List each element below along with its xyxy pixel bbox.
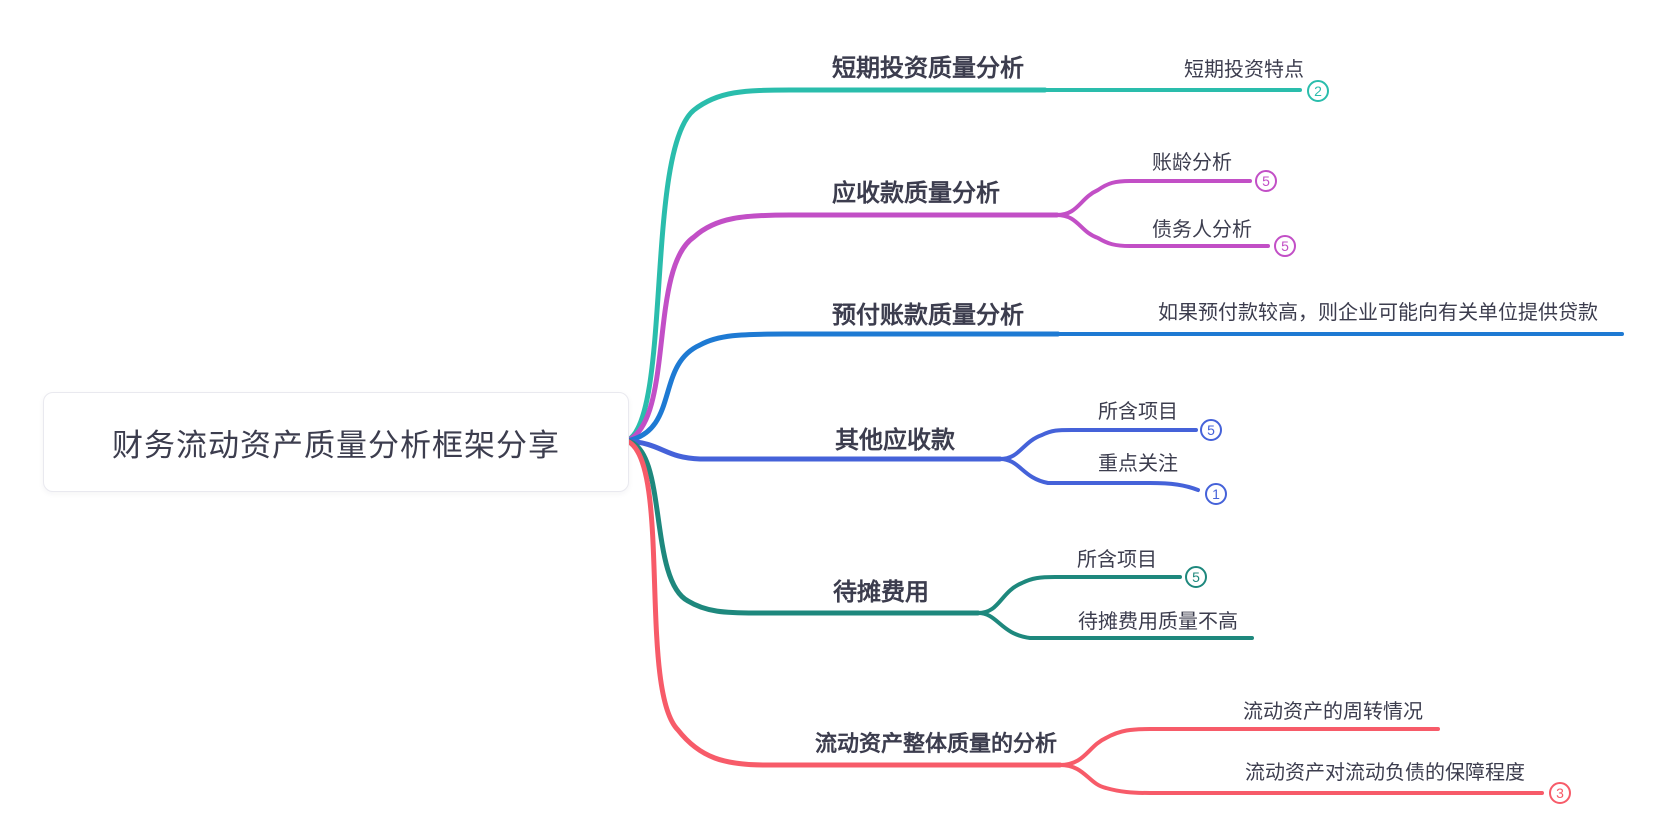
subtopic-included-items-de[interactable]: 所含项目 [1077, 549, 1157, 571]
subbranch-line-turnover [1058, 727, 1440, 767]
collapse-count-badge-included-items-or[interactable]: 5 [1200, 419, 1222, 441]
subtopic-prepayment-note[interactable]: 如果预付款较高，则企业可能向有关单位提供贷款 [1158, 302, 1598, 324]
subtopic-key-focus[interactable]: 重点关注 [1098, 453, 1178, 475]
subbranch-line-included-items-de [976, 575, 1182, 615]
collapse-count-badge-aging-analysis[interactable]: 5 [1255, 170, 1277, 192]
subbranch-line-debtor-analysis [1055, 213, 1270, 248]
root-topic-label: 财务流动资产质量分析框架分享 [112, 427, 560, 463]
collapse-count-badge-coverage[interactable]: 3 [1549, 782, 1571, 804]
collapse-count-badge-short-term-traits[interactable]: 2 [1307, 80, 1329, 102]
topic-prepayments[interactable]: 预付账款质量分析 [832, 302, 1024, 329]
topic-other-receivables[interactable]: 其他应收款 [835, 427, 955, 454]
subbranch-line-included-items-or [998, 428, 1198, 461]
topic-overall-quality[interactable]: 流动资产整体质量的分析 [815, 731, 1058, 756]
subbranch-line-coverage [1058, 763, 1544, 795]
root-topic-node[interactable]: 财务流动资产质量分析框架分享 [43, 392, 629, 492]
subtopic-coverage[interactable]: 流动资产对流动负债的保障程度 [1245, 762, 1525, 784]
branch-line-short-term-investment [624, 87, 1048, 444]
collapse-count-badge-key-focus[interactable]: 1 [1205, 483, 1227, 505]
subtopic-debtor-analysis[interactable]: 债务人分析 [1152, 219, 1252, 241]
subtopic-aging-analysis[interactable]: 账龄分析 [1152, 152, 1232, 174]
branch-line-overall-quality [624, 438, 1063, 768]
subtopic-included-items-or[interactable]: 所含项目 [1098, 401, 1178, 423]
subtopic-turnover[interactable]: 流动资产的周转情况 [1243, 701, 1423, 723]
subtopic-low-quality[interactable]: 待摊费用质量不高 [1078, 611, 1238, 633]
branch-line-prepayments [624, 331, 1061, 444]
collapse-count-badge-debtor-analysis[interactable]: 5 [1274, 235, 1296, 257]
topic-deferred-expenses[interactable]: 待摊费用 [833, 579, 929, 606]
topic-short-term-investment[interactable]: 短期投资质量分析 [832, 55, 1024, 82]
topic-receivables[interactable]: 应收款质量分析 [832, 180, 1000, 207]
subbranch-line-low-quality [976, 611, 1254, 640]
branch-line-receivables [624, 212, 1060, 444]
branch-line-deferred-expenses [624, 438, 981, 616]
subtopic-short-term-traits[interactable]: 短期投资特点 [1184, 59, 1304, 81]
branch-line-other-receivables [624, 438, 1003, 462]
subbranch-line-key-focus [998, 457, 1200, 492]
collapse-count-badge-included-items-de[interactable]: 5 [1185, 566, 1207, 588]
subbranch-line-aging-analysis [1055, 179, 1252, 217]
